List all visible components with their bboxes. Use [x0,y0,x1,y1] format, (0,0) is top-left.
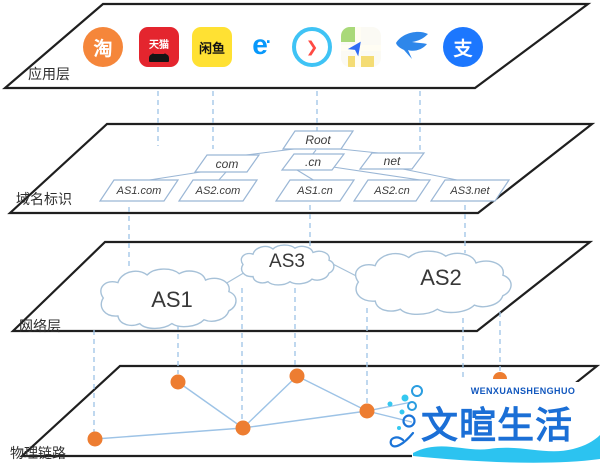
amap-icon: ➤ [341,27,381,67]
dns-root-label: Root [305,133,331,147]
dns-to-network-links [128,205,466,266]
xianyu-glyph: 闲鱼 [198,40,225,56]
eleme-glyph: e [252,29,274,61]
dingtalk-wing-shape [396,31,428,59]
dns-tree-nodes [98,130,511,202]
as2-cloud-label: AS2 [420,265,462,290]
com-node-box [193,154,261,173]
dns-as1cn-label: AS1.cn [297,185,333,197]
as3net-node-box [429,179,511,202]
physical-node [359,403,375,419]
amap-green-patch [341,27,358,42]
taobao-icon: 淘 [83,27,123,67]
eleme-icon: e [243,27,283,67]
dns-as2cn-label: AS2.cn [374,185,410,197]
physical-node [289,368,305,384]
physical-nodes [87,368,507,447]
as2com-node-box [177,179,259,202]
as2cn-node-box [352,179,432,202]
youku-play-glyph: ❯ [305,39,319,56]
watermark-bubble-chain [387,385,423,448]
amap-yellow-patch [348,56,374,67]
dns-cn-label: .cn [304,155,322,169]
network-layer-label: 网络层 [19,318,61,334]
app-to-dns-links [157,91,421,151]
network-to-physical-links [93,288,501,432]
physical-node-partial [493,372,507,379]
net-node-box [358,152,426,170]
dns-as3net-label: AS3.net [450,185,490,197]
as1cn-node-box [274,179,356,202]
root-node-box [281,130,355,150]
dingtalk-icon [392,27,432,67]
alipay-icon: 支 [443,27,483,67]
tmall-icon: 天猫 [139,27,179,67]
physical-node [235,420,251,436]
physical-node [87,431,103,447]
youku-icon: ❯ [292,27,332,67]
tmall-glyph: 天猫 [149,40,169,51]
dns-as1com-label: AS1.com [116,185,162,197]
as1com-node-box [98,179,180,202]
as3-cloud-label: AS3 [269,251,305,272]
domain-name-layer-label: 域名标识 [16,191,72,207]
watermark-wave [413,435,600,463]
application-layer-label: 应用层 [28,66,70,82]
dns-as2com-label: AS2.com [195,185,241,197]
watermark-brand-en: WENXUANSHENGHUO [470,386,576,396]
as1-cloud-label: AS1 [151,287,193,312]
taobao-glyph: 淘 [93,38,113,60]
xianyu-icon: 闲鱼 [192,27,232,67]
alipay-glyph: 支 [453,38,473,60]
physical-node [170,374,186,390]
tmall-cat-shape [149,53,169,62]
dns-com-label: com [215,157,239,171]
watermark-brand-cn: 文暄生活 [421,405,573,446]
amap-road-horizontal [341,45,381,51]
cn-node-box [280,153,346,171]
dns-net-label: net [383,154,401,168]
physical-layer-label: 物理链路 [10,445,66,461]
